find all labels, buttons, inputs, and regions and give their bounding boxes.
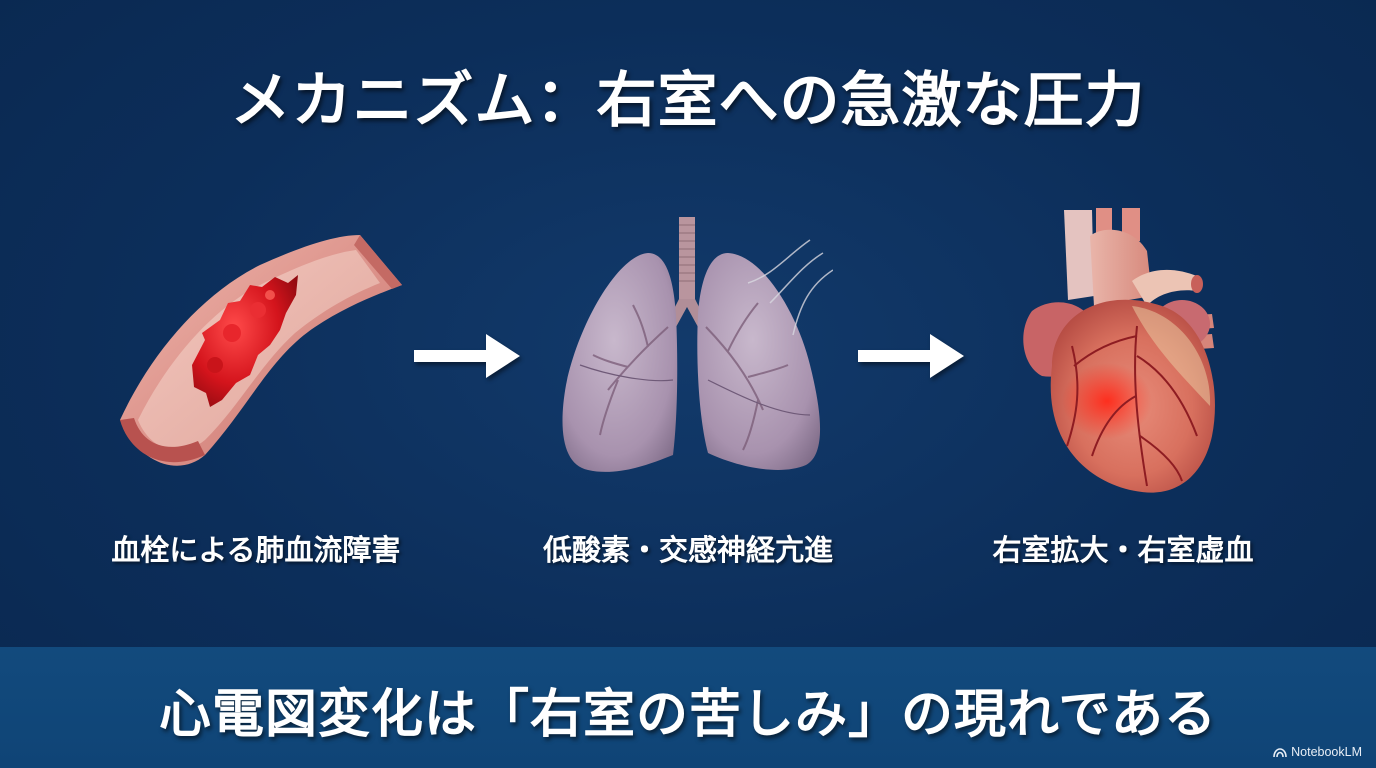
notebooklm-watermark: NotebookLM: [1273, 745, 1362, 759]
heart-icon: [1023, 208, 1215, 493]
vessel-clot-illustration: [110, 215, 420, 485]
step-caption: 血栓による肺血流障害: [111, 533, 401, 567]
lungs-illustration: [548, 215, 834, 477]
slide-title: メカニズム：右室への急激な圧力: [230, 66, 1146, 136]
arrow-right-icon: [414, 334, 520, 378]
brand-label: NotebookLM: [1291, 745, 1362, 759]
lungs-icon: [562, 217, 834, 472]
arrow-right-icon: [858, 334, 964, 378]
conclusion-text: 心電図変化は「右室の苦しみ」の現れである: [159, 685, 1217, 745]
step-caption: 低酸素・交感神経亢進: [542, 533, 833, 567]
conclusion-banner: 心電図変化は「右室の苦しみ」の現れである NotebookLM: [0, 647, 1376, 768]
blood-vessel-icon: [120, 235, 402, 466]
step-caption: 右室拡大・右室虚血: [992, 533, 1254, 567]
notebooklm-logo-icon: [1273, 747, 1287, 757]
heart-illustration: [1012, 196, 1227, 500]
